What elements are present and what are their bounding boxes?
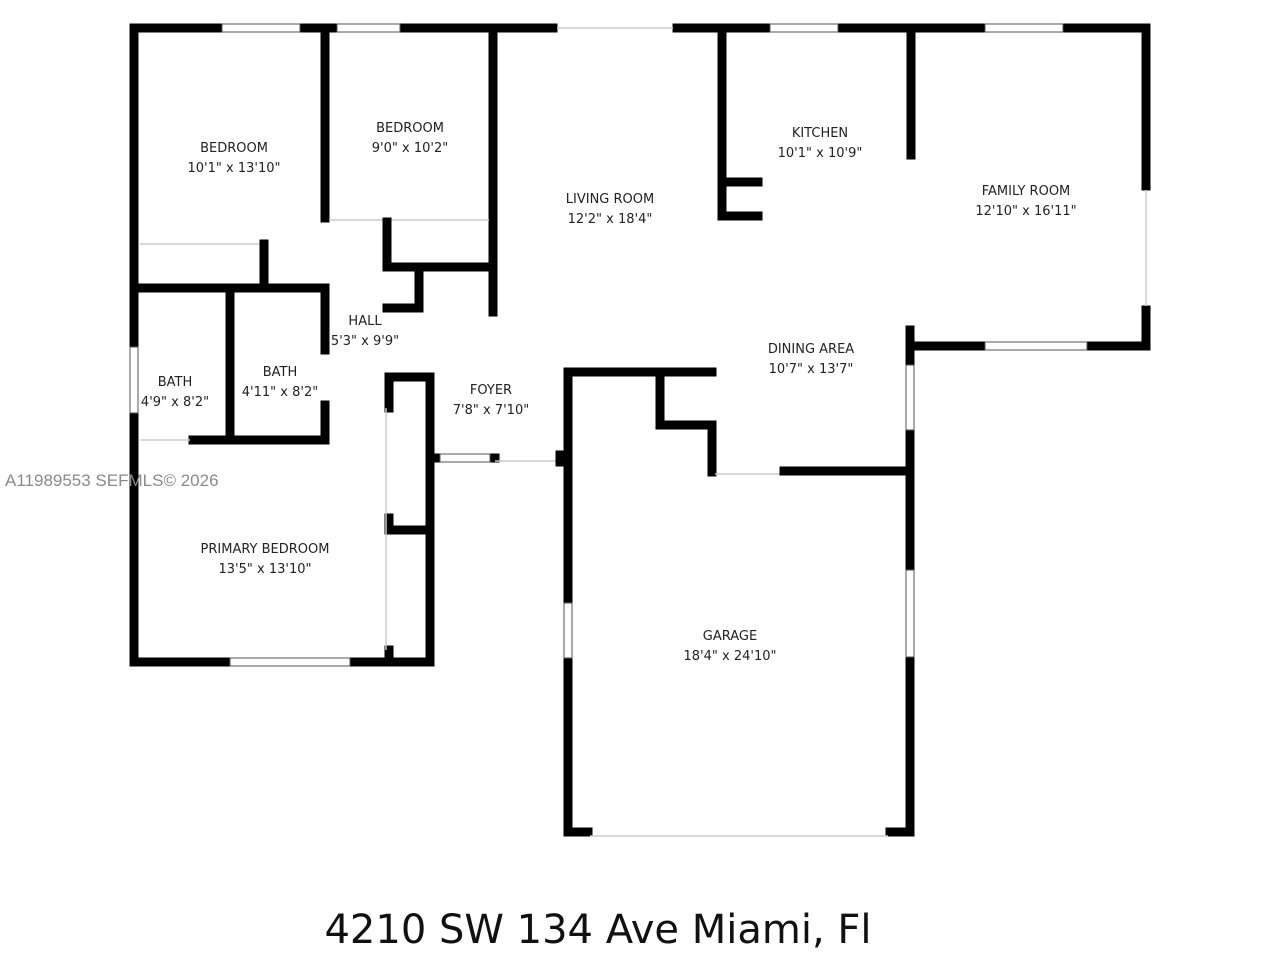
room-hall: HALL 5'3" x 9'9"	[331, 314, 399, 349]
svg-text:PRIMARY BEDROOM: PRIMARY BEDROOM	[201, 542, 330, 557]
room-bedroom-1: BEDROOM 10'1" x 13'10"	[188, 141, 281, 176]
room-living-room: LIVING ROOM 12'2" x 18'4"	[566, 192, 654, 227]
room-family-room: FAMILY ROOM 12'10" x 16'11"	[975, 184, 1076, 219]
svg-text:BATH: BATH	[263, 365, 298, 380]
walls	[129, 23, 1151, 837]
svg-text:4'9" x 8'2": 4'9" x 8'2"	[141, 395, 209, 410]
svg-text:5'3" x 9'9": 5'3" x 9'9"	[331, 334, 399, 349]
room-dining-area: DINING AREA 10'7" x 13'7"	[768, 342, 854, 377]
svg-text:LIVING ROOM: LIVING ROOM	[566, 192, 654, 207]
svg-text:DINING AREA: DINING AREA	[768, 342, 854, 357]
watermark: A11989553 SEFMLS© 2026	[5, 471, 219, 490]
svg-text:BATH: BATH	[158, 375, 193, 390]
svg-text:7'8" x 7'10": 7'8" x 7'10"	[453, 403, 529, 418]
address-caption: 4210 SW 134 Ave Miami, Fl	[324, 907, 871, 953]
svg-text:4'11" x 8'2": 4'11" x 8'2"	[242, 385, 318, 400]
svg-text:FAMILY ROOM: FAMILY ROOM	[982, 184, 1071, 199]
svg-text:10'7" x 13'7": 10'7" x 13'7"	[769, 362, 854, 377]
svg-text:HALL: HALL	[348, 314, 382, 329]
room-labels: BEDROOM 10'1" x 13'10" BEDROOM 9'0" x 10'2…	[141, 121, 1077, 664]
svg-text:13'5" x 13'10": 13'5" x 13'10"	[219, 562, 312, 577]
windows	[129, 23, 1088, 667]
svg-text:12'2" x 18'4": 12'2" x 18'4"	[568, 212, 653, 227]
room-garage: GARAGE 18'4" x 24'10"	[684, 629, 777, 664]
svg-text:12'10" x 16'11": 12'10" x 16'11"	[975, 204, 1076, 219]
room-bath-1: BATH 4'9" x 8'2"	[141, 375, 209, 410]
svg-text:9'0" x 10'2": 9'0" x 10'2"	[372, 141, 448, 156]
svg-text:GARAGE: GARAGE	[703, 629, 757, 644]
svg-text:10'1" x 13'10": 10'1" x 13'10"	[188, 161, 281, 176]
svg-text:FOYER: FOYER	[470, 383, 512, 398]
room-primary-bedroom: PRIMARY BEDROOM 13'5" x 13'10"	[201, 542, 330, 577]
room-kitchen: KITCHEN 10'1" x 10'9"	[778, 126, 863, 161]
svg-text:18'4" x 24'10": 18'4" x 24'10"	[684, 649, 777, 664]
svg-text:KITCHEN: KITCHEN	[792, 126, 848, 141]
room-bath-2: BATH 4'11" x 8'2"	[242, 365, 318, 400]
room-foyer: FOYER 7'8" x 7'10"	[453, 383, 529, 418]
svg-text:BEDROOM: BEDROOM	[200, 141, 268, 156]
room-bedroom-2: BEDROOM 9'0" x 10'2"	[372, 121, 448, 156]
svg-text:BEDROOM: BEDROOM	[376, 121, 444, 136]
svg-text:10'1" x 10'9": 10'1" x 10'9"	[778, 146, 863, 161]
